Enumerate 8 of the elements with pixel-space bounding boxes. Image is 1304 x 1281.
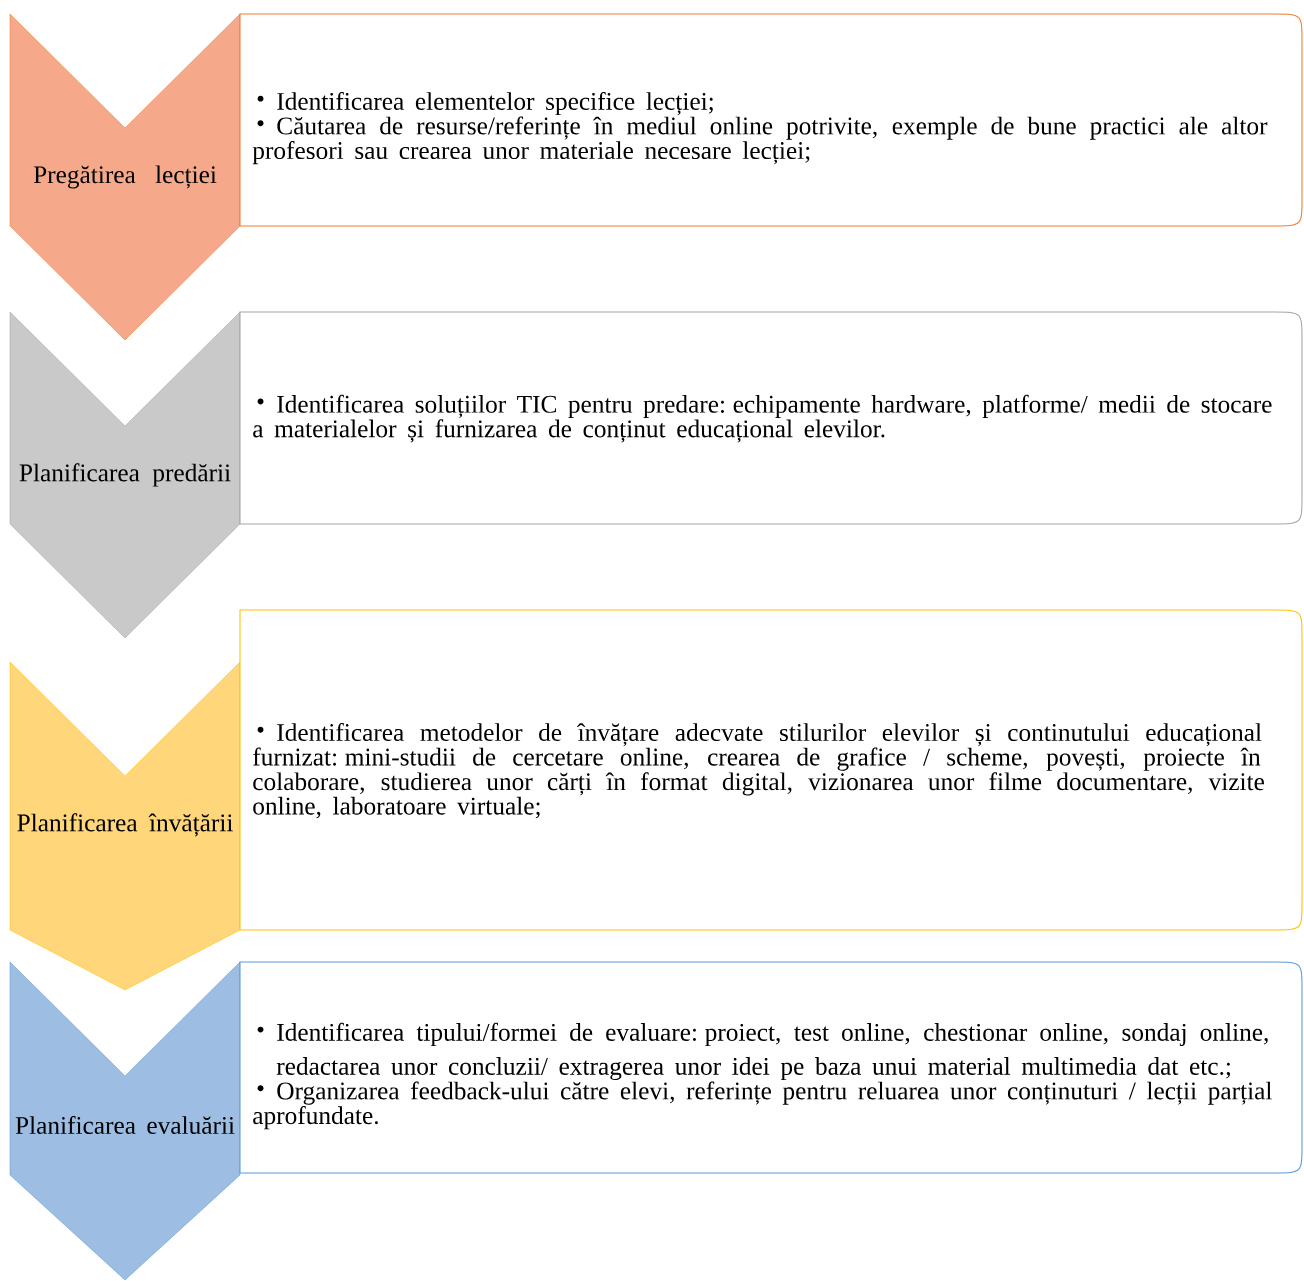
text-box: Identificarea soluțiilor TIC pentru predare: echipamente hardware, platforme/ medii de stocare a materialelor și furnizarea de conținut educațional elevilor. xyxy=(239,311,1303,525)
chevron-band: Planificarea predării xyxy=(9,311,241,639)
text-box: Identificarea elementelor specifice lecției; Căutarea de resurse/referințe în mediul online potrivite, exemple de bune practici ale altor profesori sau crearea unor materiale necesare lecției; xyxy=(239,13,1303,227)
chevron-band: Pregătirea lecției xyxy=(9,13,241,341)
chevron-band: Planificarea învățării xyxy=(9,661,241,991)
text-box: Identificarea tipului/formei de evaluare: proiect, test online, chestionar online, sondaj online, redactarea unor concluzii/ extragerea unor idei pe baza unui material multimedia dat etc.; Organizarea feedback-ului către elevi, referințe pentru reluarea unor conținuturi / lecții parțial aprofundate. xyxy=(239,961,1303,1174)
chevron-band: Planificarea evaluării xyxy=(9,961,241,1281)
text-box: Identificarea metodelor de învățare adecvate stilurilor elevilor și continutului educațional furnizat: mini-studii de cercetare online, crearea de grafice / scheme, povești, proiecte în colaborare, studierea unor cărți în format digital, vizionarea unor filme documentare, vizite online, laboratoare virtuale; xyxy=(239,609,1303,931)
